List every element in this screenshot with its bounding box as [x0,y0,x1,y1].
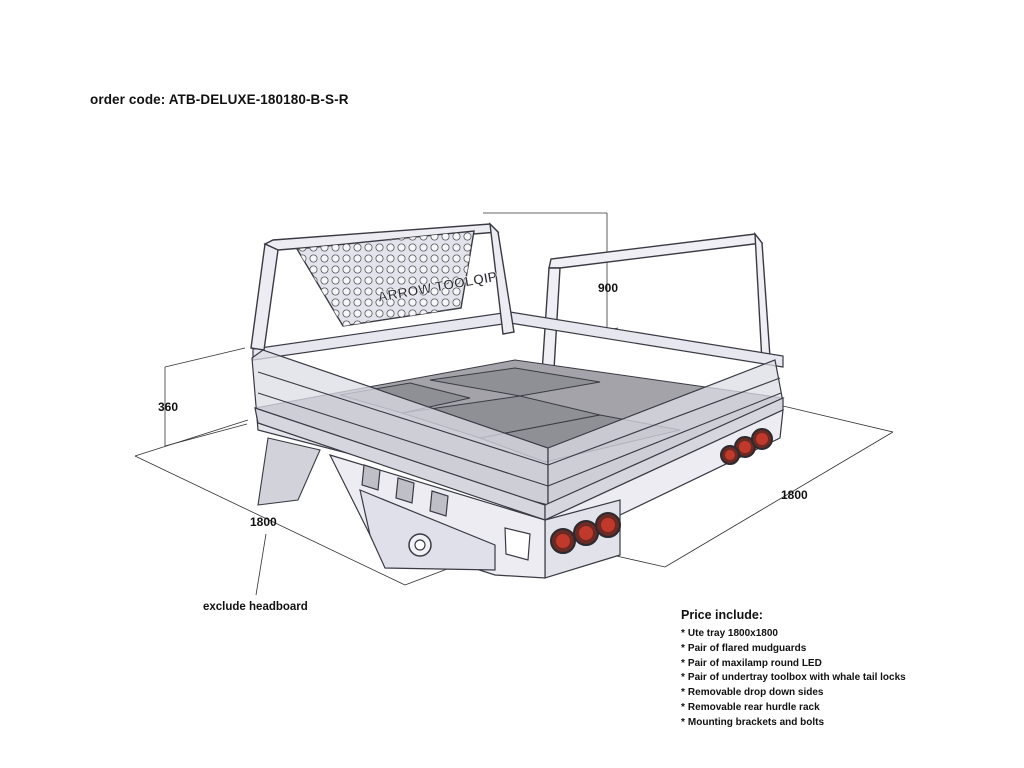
whale-tail-lock-icon [408,533,432,557]
tail-lamps-rear [550,512,621,554]
panel-rails [257,371,782,487]
price-title: Price include: [681,608,763,622]
dimension-900: 900 [598,281,618,295]
list-item: *Pair of flared mudguards [681,642,807,654]
tail-lamps-side [720,428,773,465]
order-code: order code: ATB-DELUXE-180180-B-S-R [90,92,349,107]
left-mudguard [257,437,321,506]
list-item: *Pair of undertray toolbox with whale ta… [681,672,906,684]
side-rails-back [252,311,784,368]
list-item: *Ute tray 1800x1800 [681,628,778,639]
list-item: *Mounting brackets and bolts [681,716,825,728]
dimension-360: 360 [158,400,178,414]
dimension-1800-width: 1800 [250,515,277,529]
list-item: *Pair of maxilamp round LED [681,657,822,669]
price-include-box: Price include: *Ute tray 1800x1800 *Pair… [681,608,1011,731]
list-item: *Removable rear hurdle rack [681,701,820,713]
undertray-toolbox [328,454,546,579]
dimension-1800-length: 1800 [781,488,808,502]
price-list: *Ute tray 1800x1800 *Pair of flared mudg… [681,627,1011,731]
headboard [250,222,515,351]
list-item: *Removable drop down sides [681,687,824,699]
exclude-headboard-note: exclude headboard [203,601,308,613]
